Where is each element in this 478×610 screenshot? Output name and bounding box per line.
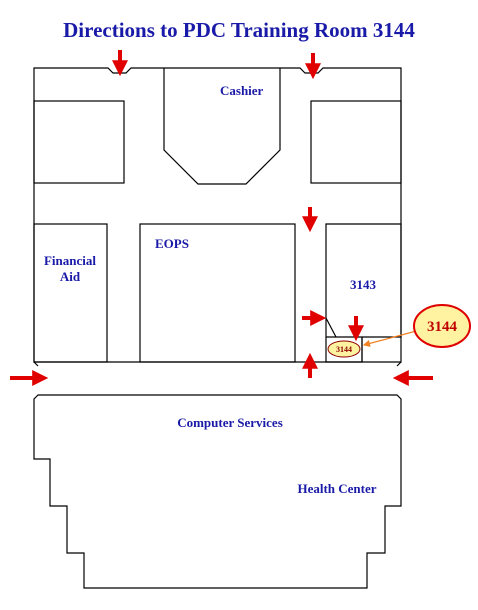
eops-label: EOPS — [155, 236, 189, 251]
top-left-room — [33, 100, 125, 184]
callout-leader-line — [362, 329, 421, 347]
cashier-label: Cashier — [220, 83, 264, 98]
room-3143 — [325, 223, 402, 338]
financial-aid-label-1: Financial — [44, 253, 96, 268]
financial-aid-room — [33, 223, 108, 363]
callout-bubble — [413, 304, 471, 348]
room-3144-marker — [327, 340, 361, 358]
computer-services-label: Computer Services — [177, 415, 283, 430]
callout-label: 3144 — [427, 319, 458, 335]
upper-building-outline — [33, 67, 402, 363]
health-center-label: Health Center — [297, 481, 376, 496]
lower-building-outline — [33, 394, 402, 589]
cashier-room — [163, 68, 281, 185]
eops-room — [139, 223, 296, 363]
page-title: Directions to PDC Training Room 3144 — [63, 18, 415, 42]
financial-aid-label-2: Aid — [60, 269, 81, 284]
room-3143-label: 3143 — [350, 277, 377, 292]
room-3144-label: 3144 — [336, 345, 352, 354]
top-right-room — [310, 100, 402, 184]
